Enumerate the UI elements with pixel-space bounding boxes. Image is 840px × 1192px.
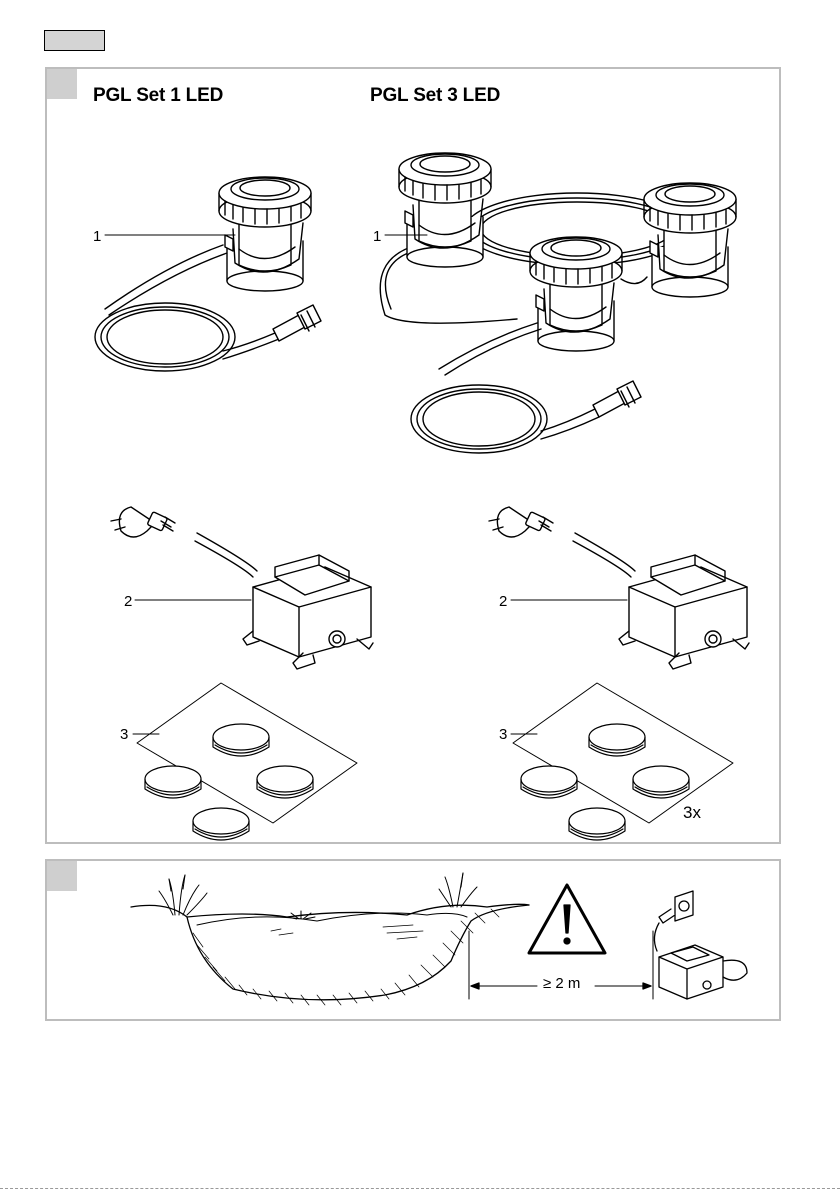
figure-panel-a: PGL Set 1 LED PGL Set 3 LED 1 1 2 2 3 3 … [45,67,781,844]
page-tab-marker [44,30,105,51]
pond-safety-illustration [47,861,783,1023]
product-illustration [47,69,783,846]
figure-panel-b: ≥ 2 m [45,859,781,1021]
page-bottom-rule [0,1188,840,1189]
